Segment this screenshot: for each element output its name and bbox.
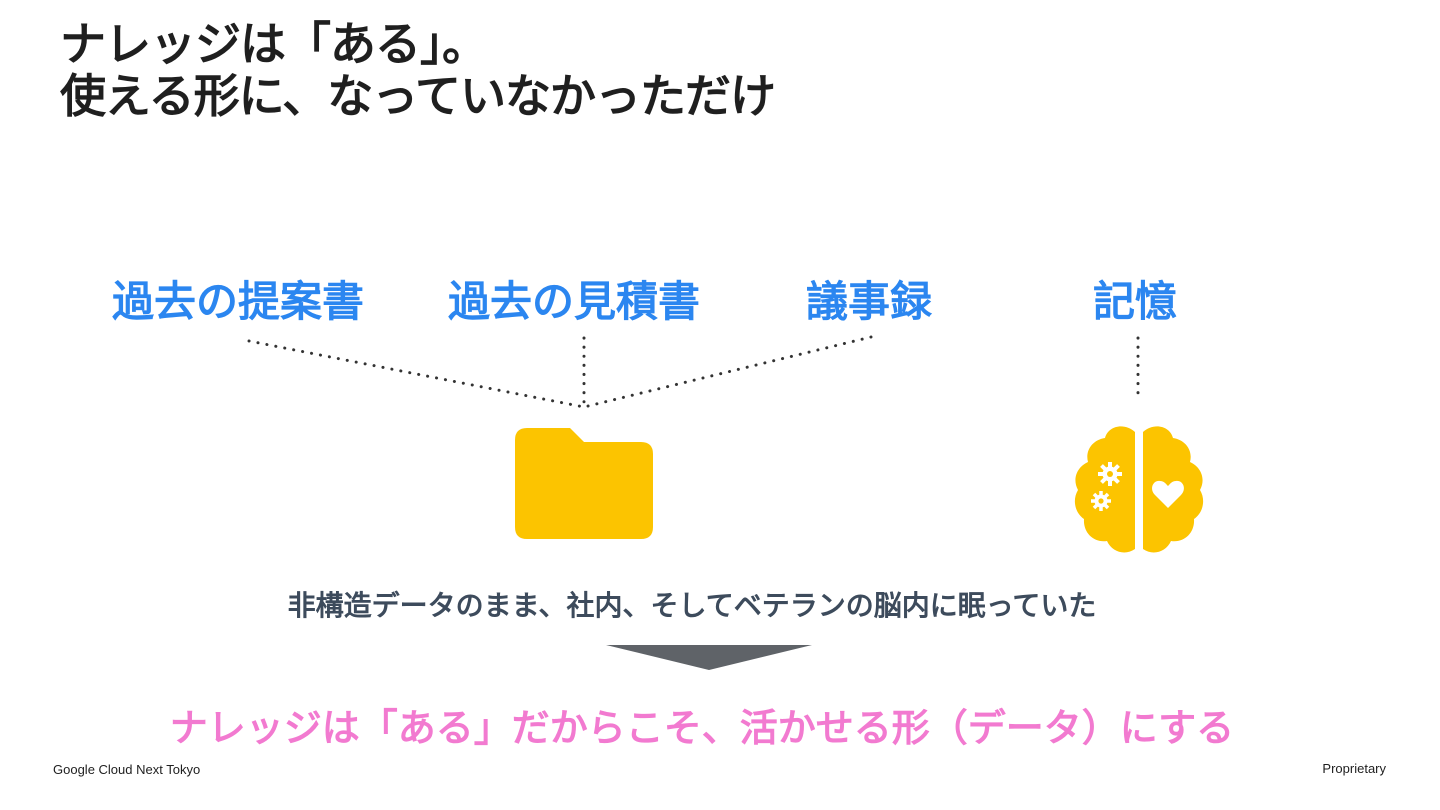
title-line-1: ナレッジは「ある」。 (60, 17, 488, 71)
footer-classification: Proprietary (1322, 761, 1386, 776)
unstructured-data-caption: 非構造データのまま、社内、そしてベテランの脳内に眠っていた (0, 588, 1440, 624)
title-line-2: 使える形に、なっていなかっただけ (60, 69, 776, 123)
source-label-past-proposals: 過去の提案書 (112, 277, 365, 326)
brain-icon (1074, 426, 1204, 553)
source-label-past-estimates: 過去の見積書 (448, 277, 701, 326)
down-arrow-icon (606, 645, 812, 670)
footer-event-name: Google Cloud Next Tokyo (53, 762, 201, 777)
conclusion-text: ナレッジは「ある」だからこそ、活かせる形（データ）にする (169, 706, 1235, 750)
connector-line-proposals (247, 339, 586, 409)
slide-title: ナレッジは「ある」。 使える形に、なっていなかっただけ (60, 17, 776, 123)
conclusion-statement: ナレッジは「ある」だからこそ、活かせる形（データ）にする (0, 704, 1440, 752)
source-label-memory: 記憶 (1093, 277, 1178, 326)
folder-icon (515, 428, 653, 539)
source-label-minutes: 議事録 (806, 277, 933, 326)
caption-text: 非構造データのまま、社内、そしてベテランの脳内に眠っていた (287, 589, 1097, 622)
connector-line-minutes (582, 335, 873, 409)
